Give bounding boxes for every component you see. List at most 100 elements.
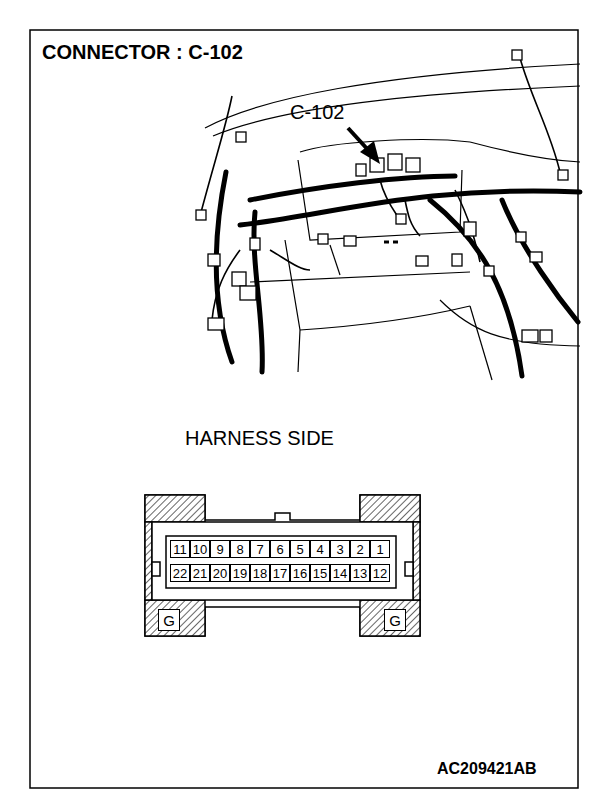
pin-number: 9: [216, 543, 223, 556]
pin-number: 13: [353, 567, 367, 580]
thin-wires: [200, 58, 560, 320]
pin-cell: 10: [190, 540, 210, 558]
pin-cell: 6: [270, 540, 290, 558]
illustration-part: [208, 318, 224, 330]
illustration-part: [270, 250, 310, 270]
pin-number: 22: [173, 567, 187, 580]
illustration-part: [502, 200, 578, 322]
illustration-part: [250, 176, 455, 200]
illustration-part: [558, 170, 568, 180]
pin-number: 11: [173, 543, 187, 556]
illustration-part: [464, 222, 476, 236]
illustration-part: [470, 142, 580, 162]
illustration-part: [166, 536, 396, 588]
pin-cell: 17: [270, 564, 290, 582]
illustration-part: [216, 172, 232, 362]
illustration-part: [250, 238, 260, 250]
illustration-part: [416, 256, 428, 266]
pin-number: 18: [253, 567, 267, 580]
callout-label: C-102: [290, 101, 344, 123]
illustration-part: [152, 562, 160, 576]
pin-cell: 1: [370, 540, 390, 558]
ground-mark: G: [163, 613, 175, 628]
pin-number: 1: [376, 543, 383, 556]
pin-cell: 2: [350, 540, 370, 558]
pin-number: 4: [316, 543, 323, 556]
pin-cell: 21: [190, 564, 210, 582]
pin-number: 14: [333, 567, 347, 580]
ground-terminal: G: [384, 609, 406, 631]
pin-cell: 19: [230, 564, 250, 582]
illustration-part: [393, 241, 398, 244]
illustration-part: [470, 306, 492, 380]
illustration-part: [300, 306, 470, 330]
pin-cell: 12: [370, 564, 390, 582]
illustration-part: [396, 214, 406, 224]
pin-cell: 4: [310, 540, 330, 558]
pin-number: 15: [313, 567, 327, 580]
illustration-part: [455, 190, 480, 262]
pin-cell: 11: [170, 540, 190, 558]
page-frame: [30, 30, 578, 788]
dashed-wire: [384, 241, 398, 244]
ground-mark: G: [389, 613, 401, 628]
illustration-part: [413, 522, 420, 600]
illustration-part: [360, 600, 420, 636]
pin-cell: 15: [310, 564, 330, 582]
pin-cell: 16: [290, 564, 310, 582]
illustration-part: [540, 330, 552, 342]
pin-cell: 13: [350, 564, 370, 582]
pin-number: 16: [293, 567, 307, 580]
pin-number: 7: [256, 543, 263, 556]
illustration-part: [145, 600, 205, 636]
illustration-part: [512, 50, 522, 60]
callout-arrow: [348, 128, 380, 164]
pin-number: 19: [233, 567, 247, 580]
connector-housing: [145, 495, 420, 636]
illustration-part: [145, 495, 205, 522]
small-connectors: [196, 50, 568, 342]
illustration-part: [250, 272, 470, 282]
illustration-part: [318, 234, 328, 244]
pin-number: 6: [276, 543, 283, 556]
illustration-part: [213, 86, 580, 136]
illustration-part: [405, 562, 413, 576]
pin-cell: 14: [330, 564, 350, 582]
illustration-part: [205, 64, 580, 128]
illustration-part: [516, 232, 526, 242]
illustration-part: [240, 286, 256, 300]
illustration-part: [196, 210, 206, 220]
illustration-part: [152, 522, 413, 600]
illustration-part: [452, 254, 462, 266]
pin-number: 20: [213, 567, 227, 580]
illustration-part: [360, 141, 380, 164]
pin-number: 21: [193, 567, 207, 580]
illustration-part: [236, 132, 246, 142]
dashboard-outline: [205, 64, 580, 380]
pin-cell: 20: [210, 564, 230, 582]
pin-number: 8: [236, 543, 243, 556]
illustration-part: [200, 96, 232, 216]
illustration-part: [360, 495, 420, 522]
pin-number: 5: [296, 543, 303, 556]
pin-cell: 9: [210, 540, 230, 558]
illustration-part: [300, 140, 470, 152]
illustration-part: [406, 158, 420, 172]
diagram-title: CONNECTOR : C-102: [42, 41, 243, 63]
view-label: HARNESS SIDE: [185, 427, 334, 449]
illustration-part: [208, 254, 220, 266]
illustration-part: [384, 241, 389, 244]
pin-number: 12: [373, 567, 387, 580]
pin-cell: 3: [330, 540, 350, 558]
pin-cell: 5: [290, 540, 310, 558]
pin-cell: 7: [250, 540, 270, 558]
illustration-part: [484, 266, 494, 276]
illustration-part: [232, 272, 246, 286]
wiring-harness: [216, 172, 580, 376]
illustration-part: [522, 330, 538, 342]
illustration-part: [520, 58, 560, 172]
illustration-part: [388, 154, 402, 170]
illustration-part: [330, 245, 340, 275]
illustration-part: [344, 236, 356, 246]
illustration-part: [430, 200, 522, 376]
